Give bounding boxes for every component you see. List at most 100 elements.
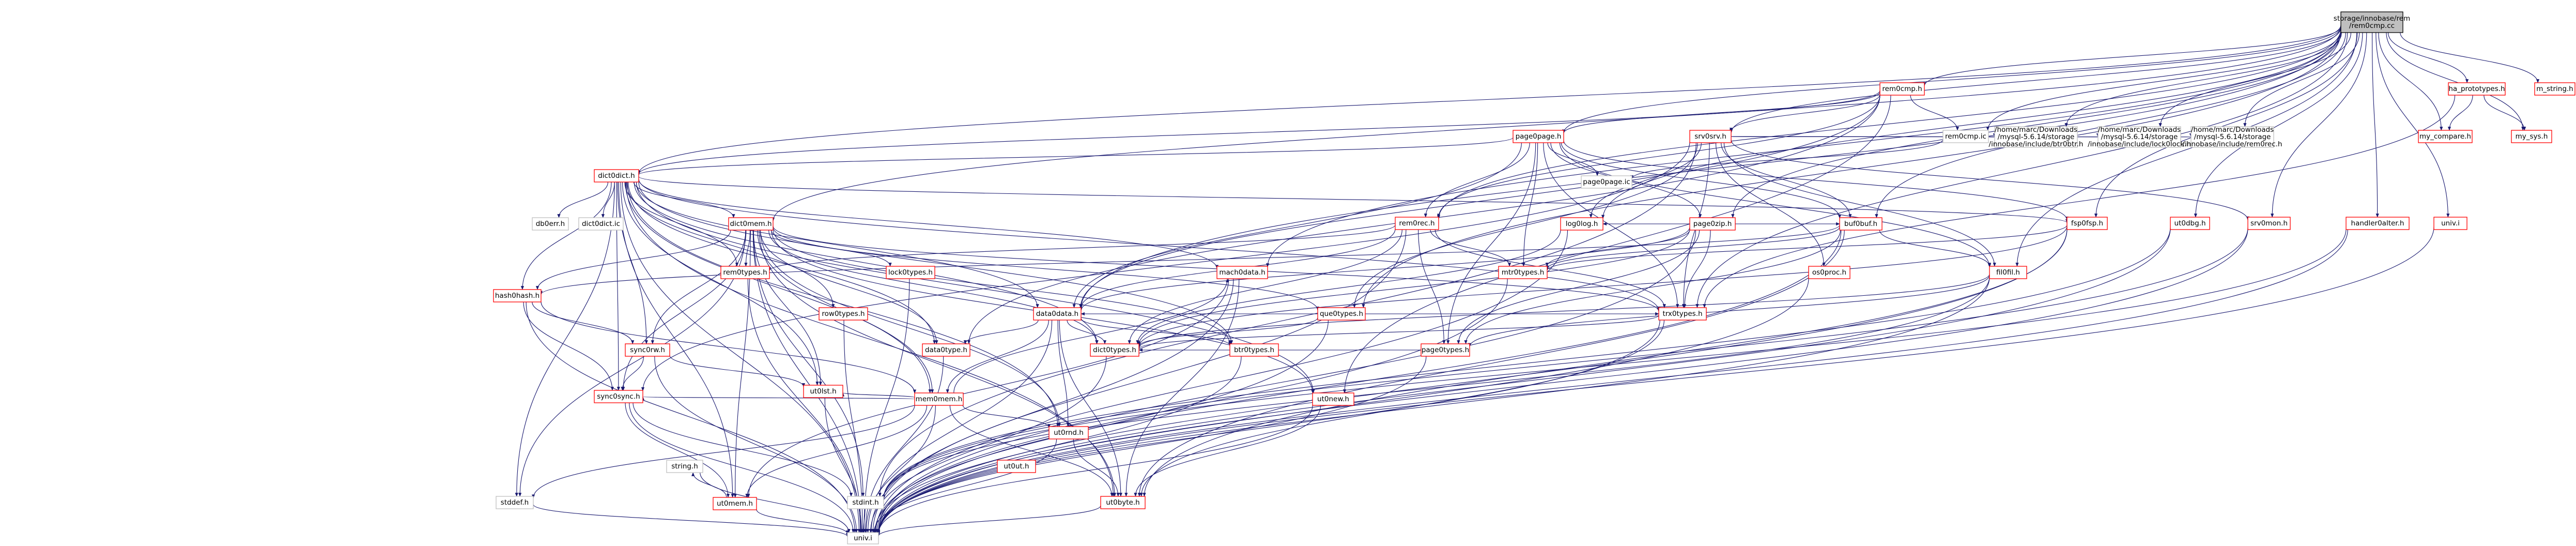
node-label-line: ut0byte.h [1106,498,1139,507]
node-stddef_h[interactable]: stddef.h [496,496,534,509]
edge-fsp0fsp_h-to-univ_i_ext [876,229,2068,535]
edge-ha_prototypes_h-to-trx0types_h [1703,95,2456,308]
edge-root-to-univ_i [2376,32,2450,218]
edge-root-to-fil0fil_h [2015,32,2357,267]
node-dict0dict_ic[interactable]: dict0dict.ic [578,217,624,231]
node-page0zip_h[interactable]: page0zip.h [1689,217,1736,231]
node-label-line: page0types.h [1422,346,1469,354]
node-label-line: storage/innobase/rem [2334,14,2410,23]
edge-trx0types_h-to-ut0byte_h [1139,320,1664,497]
node-row0types_h[interactable]: row0types.h [819,307,868,321]
edge-rem0rec_h-to-dict0types_h [1128,229,1402,344]
edge-dict0dict_h-to-mach0data_h [638,179,1218,269]
node-lock0types_h[interactable]: lock0types.h [886,266,935,279]
node-fil0fil_h[interactable]: fil0fil.h [1989,266,2027,279]
node-box [1989,266,2027,279]
node-box [2346,217,2410,230]
edge-ut0byte_h-to-univ_i_ext [877,505,1101,537]
edge-stddef_h-to-univ_i_ext [533,504,849,537]
node-ut0new_h[interactable]: ut0new.h [1312,392,1354,406]
node-univ_i_ext[interactable]: univ.i [847,532,879,544]
node-sync0rw_h[interactable]: sync0rw.h [625,343,670,357]
node-label-line: data0data.h [1036,310,1078,318]
edge-page0zip_h-to-data0data_h [1079,227,1690,311]
edge-srv0srv_h-to-log0log_h [1589,142,1702,218]
node-log0log_h[interactable]: log0log.h [1560,217,1603,231]
node-box [625,343,670,357]
node-handler0alter_h[interactable]: handler0alter.h [2346,217,2410,230]
edge-dict0mem_h-to-data0type_h [760,230,938,344]
node-data0type_h[interactable]: data0type.h [922,343,970,357]
node-hash0hash_h[interactable]: hash0hash.h [493,289,542,302]
edge-dict0mem_h-to-stdint_h [753,230,865,497]
edge-trx0types_h-to-dict0types_h [1137,315,1659,349]
node-ut0rnd_h[interactable]: ut0rnd.h [1048,426,1089,439]
node-label-line: page0page.h [1516,132,1562,141]
edge-dict0dict_h-to-hash0hash_h [520,181,612,290]
node-fsp0fsp_h[interactable]: fsp0fsp.h [2066,217,2108,230]
edge-ut0mem_h-to-univ_i_ext [756,509,850,535]
node-label-line: hash0hash.h [495,292,539,300]
node-srv0srv_h[interactable]: srv0srv.h [1689,130,1732,143]
node-box [1808,266,1850,279]
node-buf0buf_h[interactable]: buf0buf.h [1839,217,1883,231]
edge-dict0dict_h-to-ut0new_h [636,181,1315,393]
node-box [666,460,703,473]
node-ut0byte_h[interactable]: ut0byte.h [1100,496,1146,509]
edge-root-to-que0types_h [1362,31,2341,308]
node-btr0types_h[interactable]: btr0types.h [1229,343,1279,357]
edge-data0data_h-to-ut0byte_h [1059,320,1122,497]
node-mtr0types_h[interactable]: mtr0types.h [1498,266,1548,279]
node-rem0cmp_h[interactable]: rem0cmp.h [1879,82,1925,96]
edge-ut0new_h-to-ut0byte_h [1134,405,1321,497]
edge-buf0buf_h-to-univ_i_ext [876,230,1842,534]
edge-root-to-page0zip_h [1731,32,2341,218]
node-hdr_btr0btr[interactable]: /home/marc/Downloads/mysql-5.6.14/storag… [1989,126,2084,148]
edge-page0types_h-to-univ_i_ext [876,356,1427,534]
edge-hash0hash_h-to-sync0sync_h [523,301,614,391]
node-my_compare_h[interactable]: my_compare.h [2418,130,2473,143]
edge-fil0fil_h-to-univ_i_ext [876,277,1990,535]
edge-fil0fil_h-to-page0types_h [1468,275,1990,347]
node-trx0types_h[interactable]: trx0types.h [1658,307,1707,321]
node-srv0mon_h[interactable]: srv0mon.h [2247,217,2291,230]
node-page0types_h[interactable]: page0types.h [1421,343,1470,357]
node-box [1100,496,1146,509]
node-sync0sync_h[interactable]: sync0sync.h [594,390,643,403]
node-ut0mem_h[interactable]: ut0mem.h [713,497,757,510]
edge-root-to-hdr_rem0rec [2243,32,2360,127]
node-ha_prototypes_h[interactable]: ha_prototypes.h [2448,82,2506,96]
edge-page0page_h-to-page0page_ic [1547,142,1599,176]
node-ut0lst_h[interactable]: ut0lst.h [803,385,843,398]
node-box [819,307,868,321]
node-m_string_h[interactable]: m_string.h [2534,82,2575,96]
node-label: sync0rw.h [630,346,665,354]
node-mach0data_h[interactable]: mach0data.h [1216,266,1268,279]
node-univ_i[interactable]: univ.i [2433,217,2467,230]
node-os0proc_h[interactable]: os0proc.h [1808,266,1850,279]
node-rem0cmp_ic[interactable]: rem0cmp.ic [1942,130,1989,143]
node-db0err_h[interactable]: db0err.h [532,217,569,231]
node-hdr_rem0rec[interactable]: /home/marc/Downloads/mysql-5.6.14/storag… [2183,126,2282,148]
node-data0data_h[interactable]: data0data.h [1033,307,1082,321]
edge-ut0lst_h-to-univ_i_ext [824,397,863,533]
node-hdr_lock0lock[interactable]: /home/marc/Downloads/mysql-5.6.14/storag… [2088,126,2191,148]
node-page0page_ic[interactable]: page0page.ic [1581,175,1632,189]
node-label: btr0types.h [1234,346,1274,354]
node-label: storage/innobase/rem/rem0cmp.cc [2334,14,2410,30]
node-dict0types_h[interactable]: dict0types.h [1090,343,1139,357]
node-rem0types_h[interactable]: rem0types.h [720,266,770,279]
node-string_h[interactable]: string.h [666,460,703,473]
node-page0page_h[interactable]: page0page.h [1513,130,1564,143]
node-rem0rec_h[interactable]: rem0rec.h [1395,217,1439,230]
node-mem0mem_h[interactable]: mem0mem.h [914,392,964,406]
node-stdint_h[interactable]: stdint.h [847,496,884,509]
node-my_sys_h[interactable]: my_sys.h [2511,130,2552,143]
edge-dict0mem_h-to-ut0lst_h [753,230,822,386]
node-dict0mem_h[interactable]: dict0mem.h [728,217,774,231]
node-ut0dbg_h[interactable]: ut0dbg.h [2170,217,2210,230]
node-dict0dict_h[interactable]: dict0dict.h [594,169,639,183]
node-ut0ut_h[interactable]: ut0ut.h [997,460,1036,473]
node-que0types_h[interactable]: que0types.h [1317,307,1366,321]
node-box [2097,126,2181,148]
